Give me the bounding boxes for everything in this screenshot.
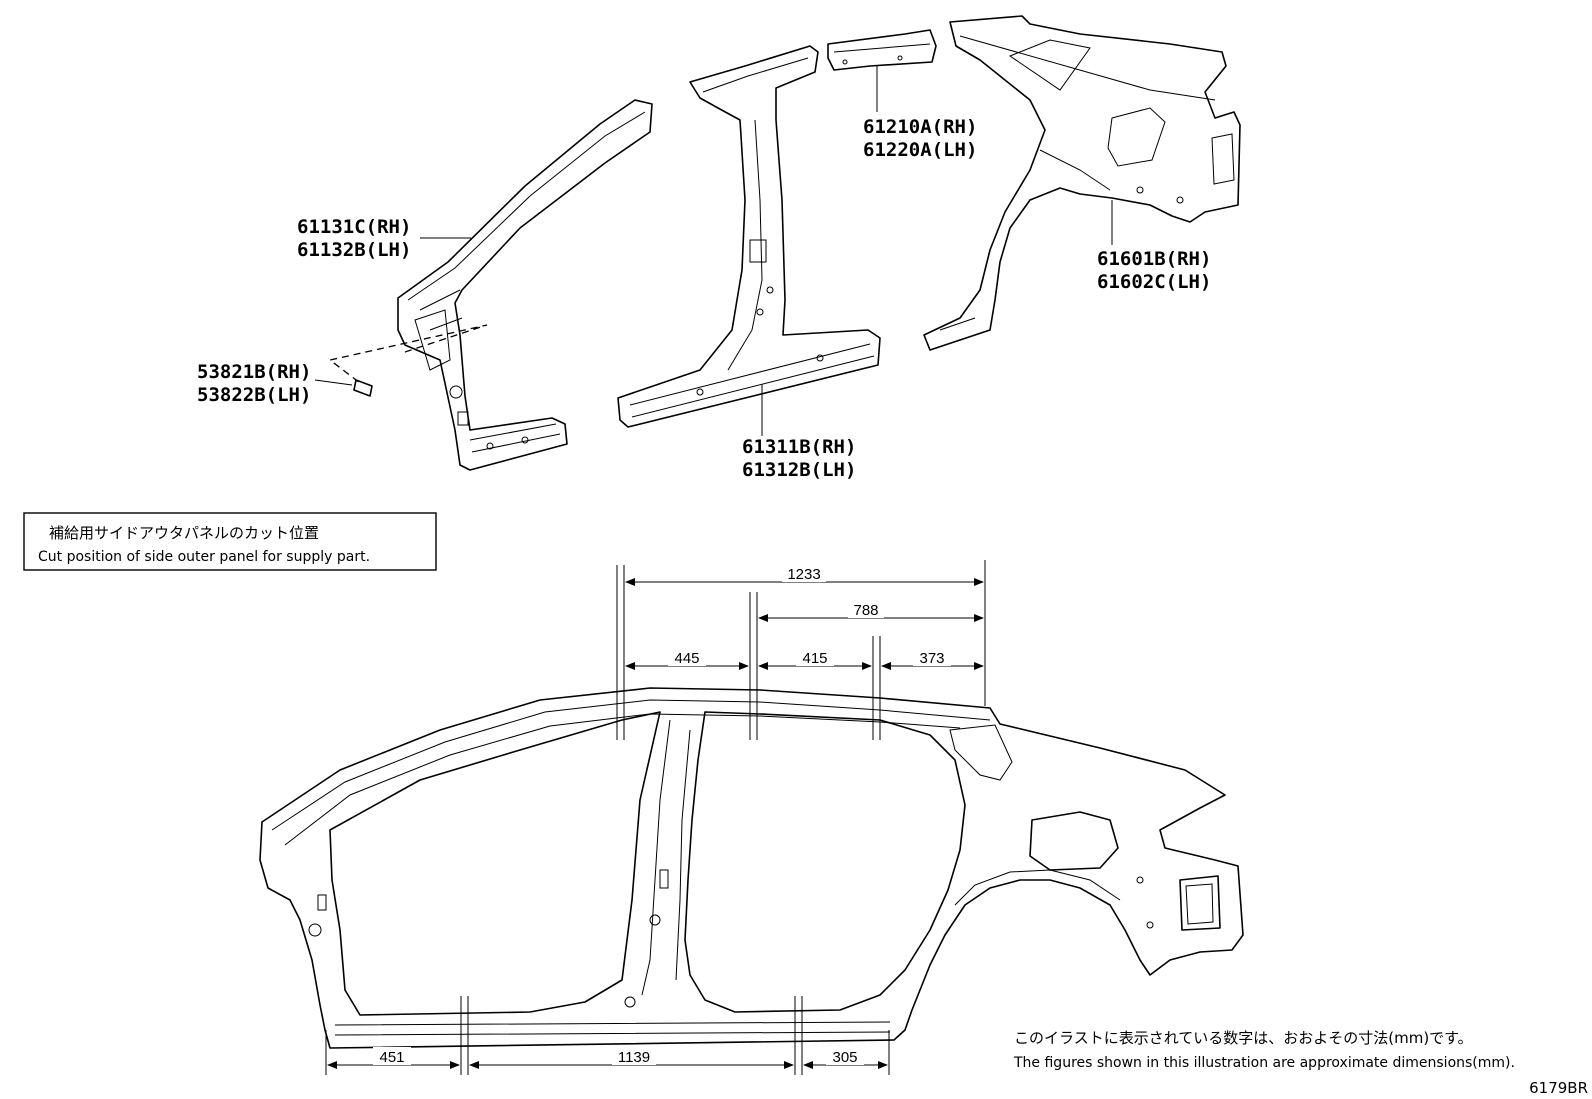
a-pillar-part: [397, 99, 653, 471]
footnote-jp: このイラストに表示されている数字は、おおよその寸法(mm)です。: [1014, 1029, 1473, 1047]
part-number-61210A: 61210A(RH): [863, 116, 977, 138]
dimension-arrows: [327, 578, 984, 1069]
part-number-53822B: 53822B(LH): [197, 384, 311, 406]
footnote-en: The figures shown in this illustration a…: [1013, 1055, 1515, 1071]
dim-305: 305: [832, 1049, 857, 1066]
part-number-61312B: 61312B(LH): [742, 459, 856, 481]
dim-1233: 1233: [787, 566, 820, 583]
b-pillar-part: [617, 45, 881, 436]
cut-box-en: Cut position of side outer panel for sup…: [38, 549, 370, 565]
dim-415: 415: [802, 650, 827, 667]
dim-445: 445: [674, 650, 699, 667]
dimension-labels: 1233 788 445 415 373 451 1139 305: [373, 564, 951, 1066]
dim-788: 788: [853, 602, 878, 619]
dim-1139: 1139: [618, 1049, 650, 1066]
part-number-61602C: 61602C(LH): [1097, 271, 1211, 293]
roof-rail-part: [827, 29, 937, 112]
dim-373: 373: [919, 650, 944, 667]
dim-451: 451: [379, 1049, 404, 1066]
quarter-panel-part: [923, 15, 1241, 351]
cut-lines: [325, 560, 986, 1075]
part-number-61311B: 61311B(RH): [742, 436, 856, 458]
part-number-61132B: 61132B(LH): [297, 239, 411, 261]
part-number-61220A: 61220A(LH): [863, 139, 977, 161]
cut-position-box: 補給用サイドアウタパネルのカット位置 Cut position of side …: [23, 512, 437, 571]
plug-part: [314, 324, 488, 397]
cut-box-jp: 補給用サイドアウタパネルのカット位置: [49, 524, 319, 542]
part-callouts: 61131C(RH) 61132B(LH) 53821B(RH) 53822B(…: [197, 116, 1211, 481]
footnote: このイラストに表示されている数字は、おおよその寸法(mm)です。 The fig…: [1013, 1029, 1588, 1097]
part-number-53821B: 53821B(RH): [197, 361, 311, 383]
part-number-61131C: 61131C(RH): [297, 216, 411, 238]
part-number-61601B: 61601B(RH): [1097, 248, 1211, 270]
side-outer-panel: [259, 687, 1244, 1049]
diagram-code: 6179BR: [1529, 1079, 1588, 1097]
